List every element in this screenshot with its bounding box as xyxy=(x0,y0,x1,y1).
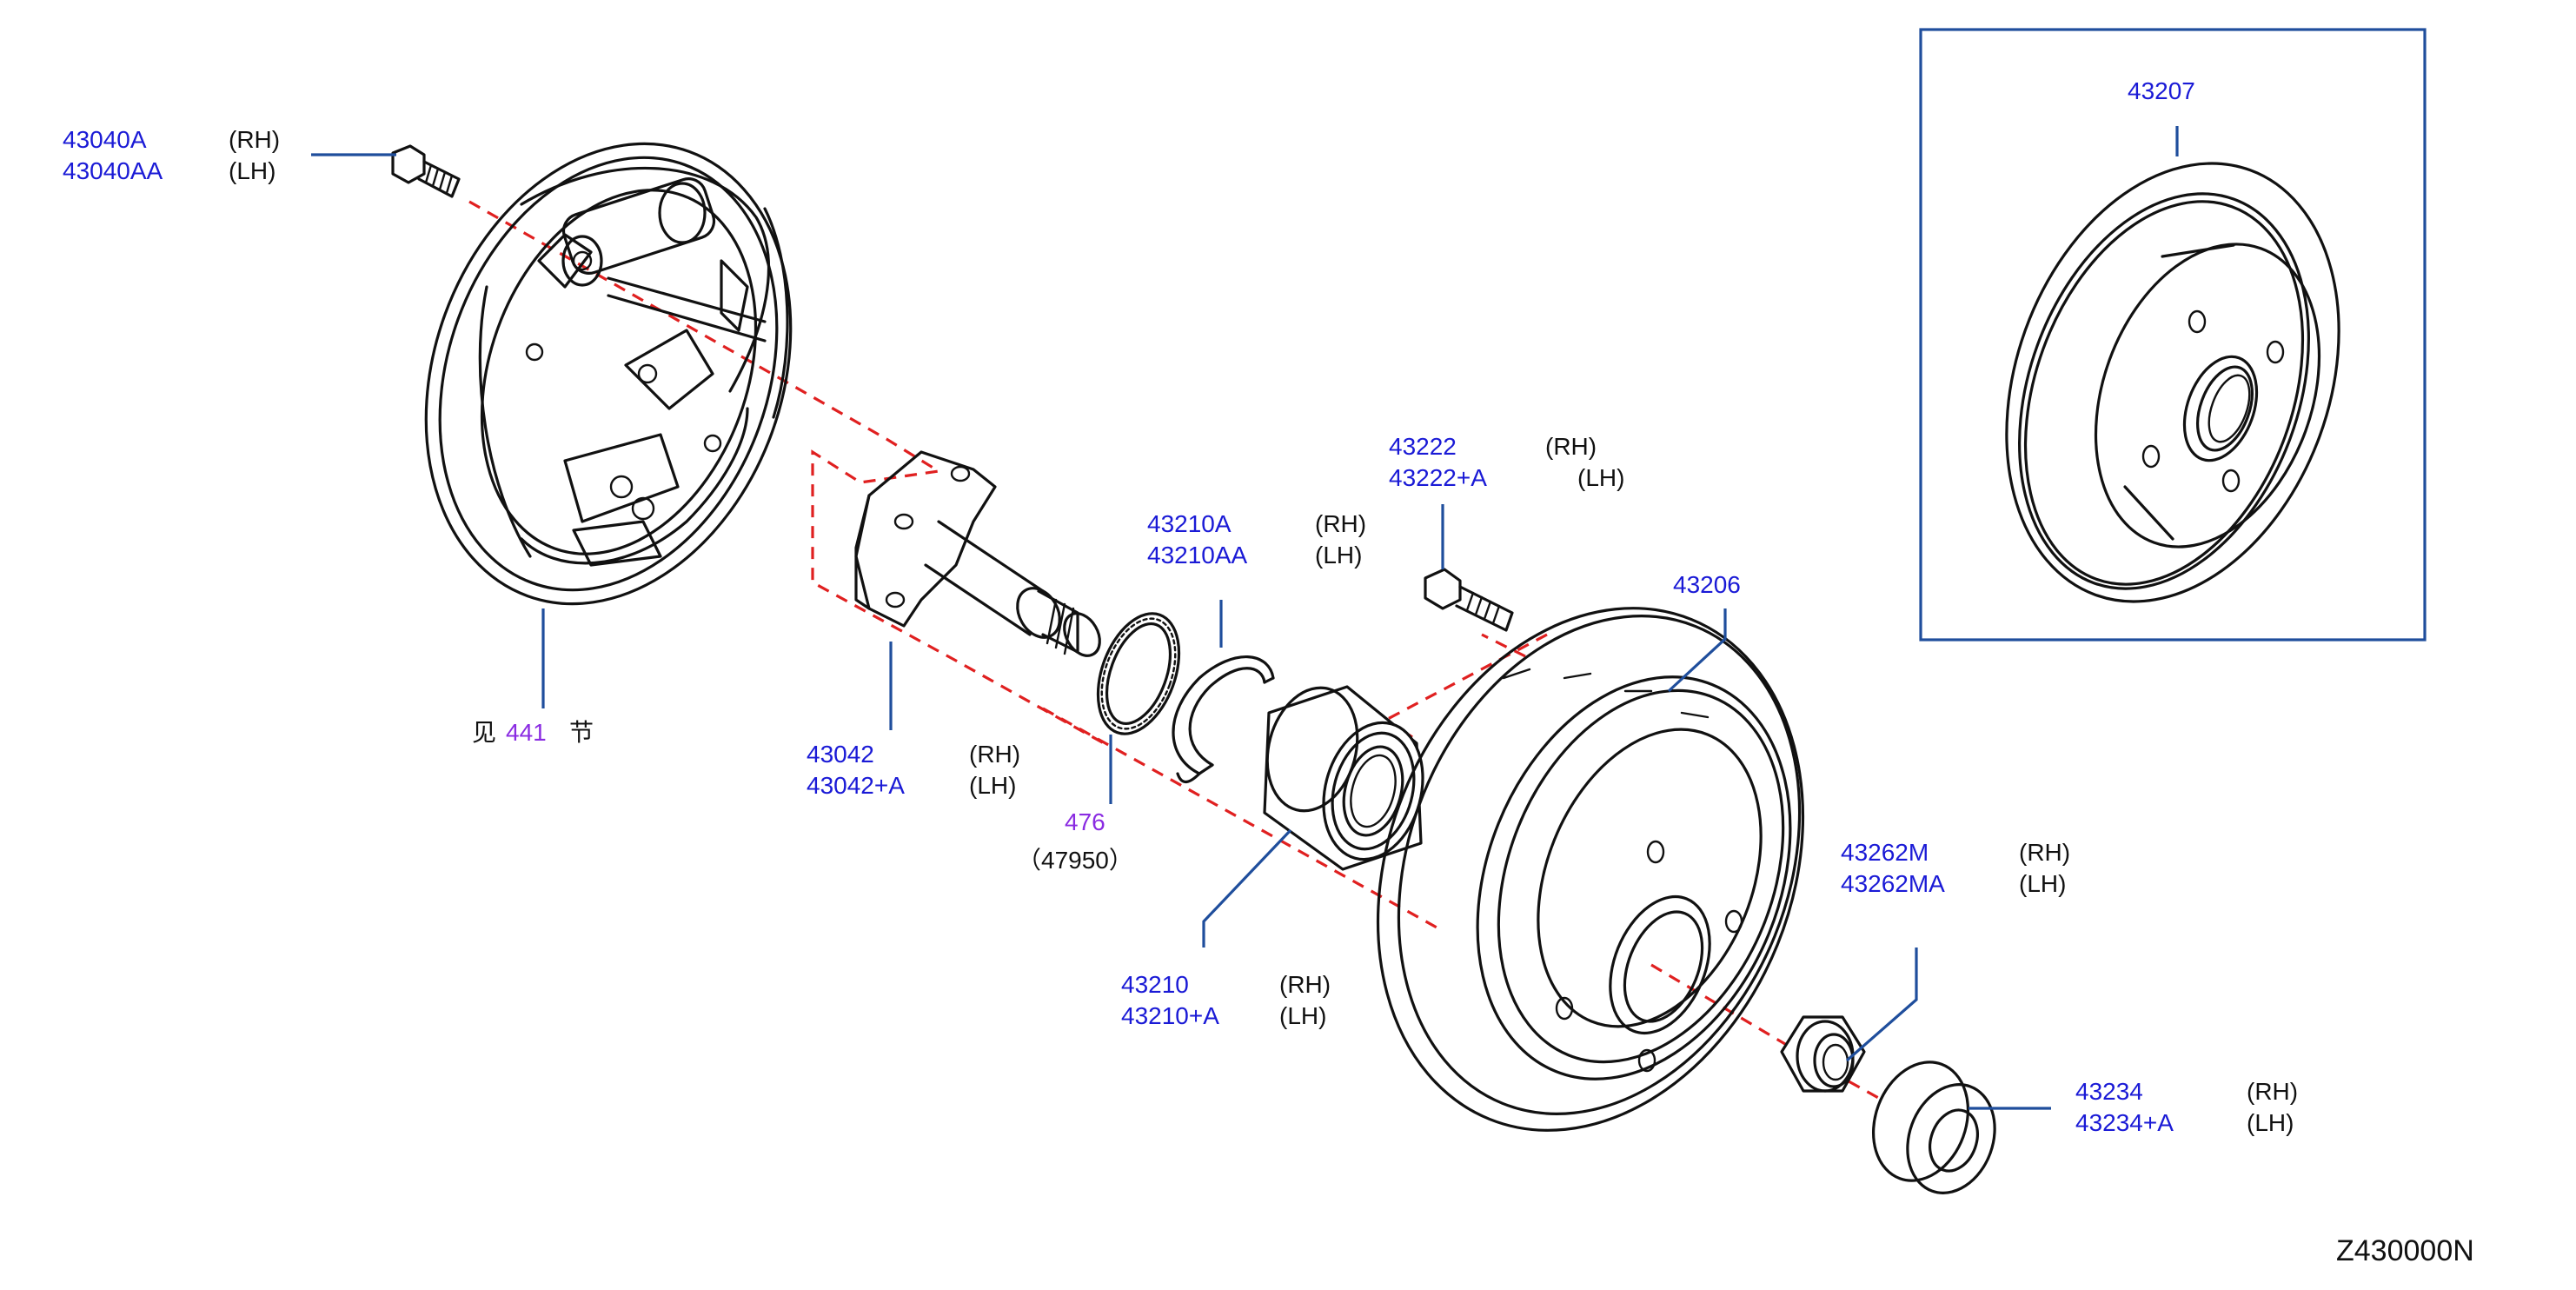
label-43042a[interactable]: 43042+A xyxy=(807,772,905,799)
label-43210a-bearing-side: (LH) xyxy=(1279,1002,1326,1029)
label-43040aa[interactable]: 43040AA xyxy=(63,157,163,184)
label-43234a[interactable]: 43234+A xyxy=(2075,1109,2174,1136)
label-476[interactable]: 476 xyxy=(1065,808,1105,835)
label-43210a-side: (RH) xyxy=(1315,510,1366,537)
label-see-suffix: 节 xyxy=(569,719,594,746)
grease-cap xyxy=(1871,1061,1996,1194)
label-47950: （47950） xyxy=(1017,847,1133,874)
label-43262m-side: (RH) xyxy=(2019,839,2070,866)
label-43262ma-side: (LH) xyxy=(2019,870,2066,897)
label-43210[interactable]: 43210 xyxy=(1121,971,1189,998)
label-43040a-side: (RH) xyxy=(229,126,280,153)
label-43206[interactable]: 43206 xyxy=(1673,571,1741,598)
label-43040aa-side: (LH) xyxy=(229,157,276,184)
label-43234-side: (RH) xyxy=(2247,1078,2298,1105)
label-43210a-bearing[interactable]: 43210+A xyxy=(1121,1002,1219,1029)
label-43210aa-side: (LH) xyxy=(1315,542,1362,569)
label-43262m[interactable]: 43262M xyxy=(1841,839,1929,866)
disc-option-box xyxy=(1919,28,2427,642)
label-see-prefix: 见 xyxy=(472,719,496,746)
snap-ring xyxy=(1172,655,1275,783)
label-43210a[interactable]: 43210A xyxy=(1147,510,1232,537)
label-see-441[interactable]: 441 xyxy=(506,719,547,746)
label-43042[interactable]: 43042 xyxy=(807,741,874,768)
brake-drum xyxy=(1376,607,1805,1132)
label-43262ma[interactable]: 43262MA xyxy=(1841,870,1945,897)
label-43222a-side: (LH) xyxy=(1577,464,1624,491)
label-43210-side: (RH) xyxy=(1279,971,1331,998)
label-43234a-side: (LH) xyxy=(2247,1109,2294,1136)
label-43222[interactable]: 43222 xyxy=(1389,433,1457,460)
hub-nut xyxy=(1780,1015,1866,1093)
leader-lines xyxy=(311,126,2179,1110)
diagram-code: Z430000N xyxy=(2336,1234,2474,1267)
label-43222a[interactable]: 43222+A xyxy=(1389,464,1487,491)
label-43210aa[interactable]: 43210AA xyxy=(1147,542,1248,569)
brake-disc xyxy=(2005,162,2340,603)
label-43040a[interactable]: 43040A xyxy=(63,126,147,153)
sensor-rotor-ring xyxy=(1096,612,1181,735)
label-43042a-side: (LH) xyxy=(969,772,1016,799)
label-43207[interactable]: 43207 xyxy=(2128,77,2195,104)
hub-bolt xyxy=(1424,568,1514,632)
label-43234[interactable]: 43234 xyxy=(2075,1078,2143,1105)
label-43042-side: (RH) xyxy=(969,741,1020,768)
brake-backplate-assembly xyxy=(424,142,793,606)
hub-spindle xyxy=(854,450,1101,657)
backplate-bolt xyxy=(391,144,461,198)
label-43222-side: (RH) xyxy=(1545,433,1597,460)
